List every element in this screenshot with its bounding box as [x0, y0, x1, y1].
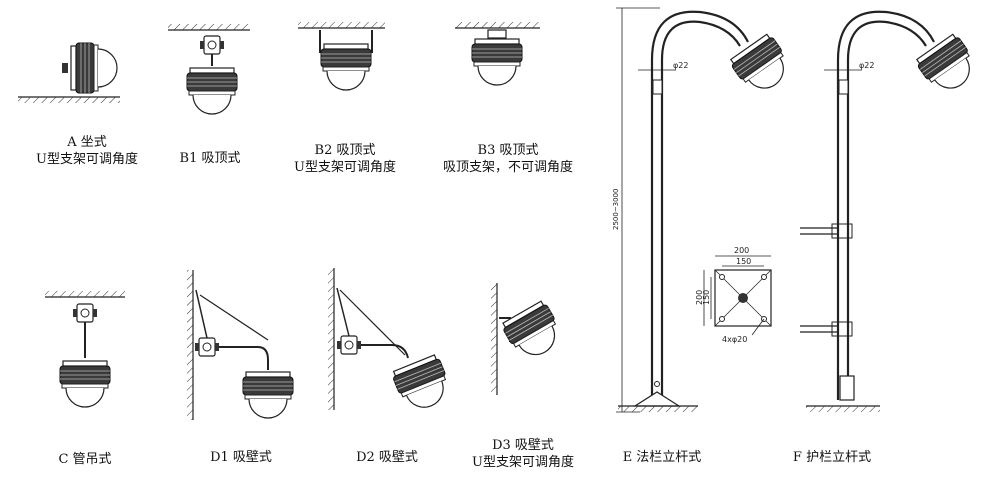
figure-d2-wall-tilted [328, 268, 456, 416]
caption-b1: B1 吸顶式 [155, 150, 265, 167]
caption-e: E 法栏立杆式 [602, 449, 722, 466]
base-plate-detail [703, 255, 772, 336]
caption-a-title: A 坐式 [67, 135, 107, 150]
caption-d3: D3 吸壁式 U型支架可调角度 [448, 437, 598, 471]
caption-d3-note: U型支架可调角度 [472, 455, 574, 470]
caption-b1-title: B1 吸顶式 [179, 151, 241, 166]
caption-d1-title: D1 吸壁式 [210, 450, 272, 465]
caption-c-title: C 管吊式 [58, 452, 112, 467]
figure-e-flange-pole [616, 7, 797, 413]
caption-a: A 坐式 U型支架可调角度 [12, 134, 162, 168]
pipe-dia-f-label: φ22 [859, 61, 874, 70]
base-hole-spacing-x-label: 150 [736, 257, 751, 266]
caption-f: F 护栏立杆式 [772, 449, 892, 466]
caption-c: C 管吊式 [30, 451, 140, 468]
caption-d1: D1 吸壁式 [186, 449, 296, 466]
figure-a-seat-mount [18, 42, 120, 103]
base-hole-spacing-y-label: 150 [702, 290, 711, 305]
figure-d3-wall-u-bracket [491, 283, 568, 395]
caption-b2: B2 吸顶式 U型支架可调角度 [270, 142, 420, 176]
figure-d1-wall-arm [187, 270, 294, 420]
figure-b1-ceiling-mount [168, 24, 250, 115]
caption-b2-title: B2 吸顶式 [314, 143, 376, 158]
caption-a-note: U型支架可调角度 [36, 152, 138, 167]
caption-b2-note: U型支架可调角度 [294, 160, 396, 175]
caption-d3-title: D3 吸壁式 [492, 438, 554, 453]
base-height-label: 200 [695, 290, 704, 305]
caption-d2-title: D2 吸壁式 [356, 450, 418, 465]
pipe-dia-e-label: φ22 [673, 61, 688, 70]
caption-f-title: F 护栏立杆式 [792, 450, 872, 465]
figure-f-guardrail-pole [800, 10, 981, 412]
figure-c-pipe-pendant [45, 291, 125, 408]
figure-b3-ceiling-fixed [455, 22, 540, 86]
caption-b3-note: 吸顶支架，不可调角度 [442, 160, 573, 175]
caption-b3-title: B3 吸顶式 [477, 143, 539, 158]
caption-e-title: E 法栏立杆式 [622, 450, 702, 465]
figure-b2-ceiling-u-bracket [298, 22, 385, 91]
pole-height-label: 2500~3000 [612, 189, 620, 231]
caption-d2: D2 吸壁式 [332, 449, 442, 466]
caption-b3: B3 吸顶式 吸顶支架，不可调角度 [418, 142, 598, 176]
base-width-label: 200 [734, 246, 749, 255]
base-holes-label: 4xφ20 [722, 335, 747, 344]
